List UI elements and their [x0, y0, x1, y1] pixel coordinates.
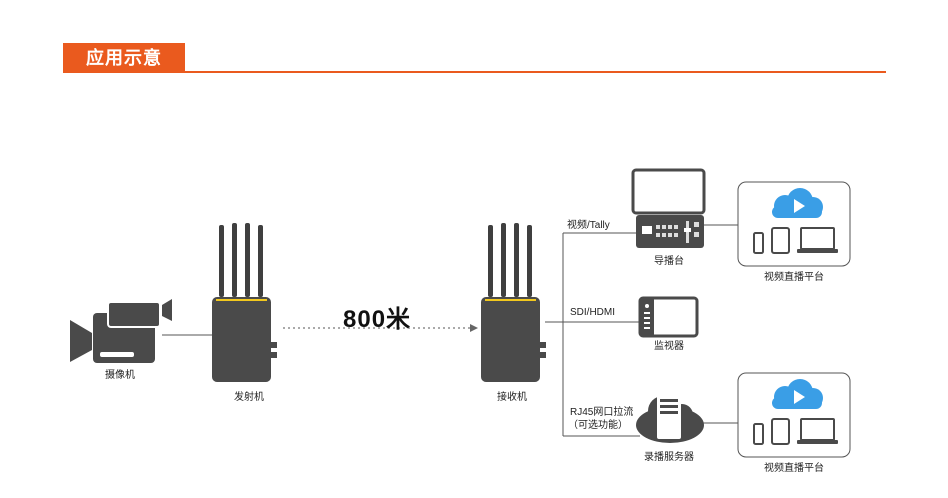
monitor-icon: [638, 296, 699, 338]
recorder-label: 录播服务器: [644, 452, 694, 463]
switcher-icon: [631, 168, 706, 248]
recorder-server-icon: [636, 395, 704, 443]
link-label-video-tally: 视频/Tally: [567, 220, 610, 231]
tablet-icon: [771, 227, 790, 254]
section-title: 应用示意: [86, 48, 162, 68]
laptop-icon: [797, 227, 838, 253]
phone-icon: [753, 232, 764, 254]
platform-label-top: 视频直播平台: [764, 272, 824, 283]
platform-label-bottom: 视频直播平台: [764, 463, 824, 474]
cloud-play-icon: [772, 379, 823, 409]
receiver-device-icon: [481, 223, 546, 382]
distance-label: 800米: [343, 306, 412, 333]
laptop-icon: [797, 418, 838, 444]
cloud-play-icon: [772, 188, 823, 218]
section-header-bar: [63, 43, 185, 73]
link-label-sdi-hdmi: SDI/HDMI: [570, 307, 615, 318]
link-label-optional: （可选功能）: [568, 420, 628, 431]
link-label-rj45: RJ45网口拉流: [570, 407, 634, 418]
camera-label: 摄像机: [105, 370, 135, 381]
streaming-platform-box-bottom: [737, 372, 851, 458]
tablet-icon: [771, 418, 790, 445]
receiver-label: 接收机: [497, 392, 527, 403]
streaming-platform-box-top: [737, 181, 851, 267]
arrow-head-icon: [470, 324, 478, 332]
switcher-label: 导播台: [654, 256, 684, 267]
monitor-label: 监视器: [654, 341, 684, 352]
transmitter-device-icon: [212, 223, 277, 382]
section-divider: [63, 71, 886, 73]
transmitter-label: 发射机: [234, 392, 264, 403]
phone-icon: [753, 423, 764, 445]
video-camera-icon: [70, 299, 172, 363]
